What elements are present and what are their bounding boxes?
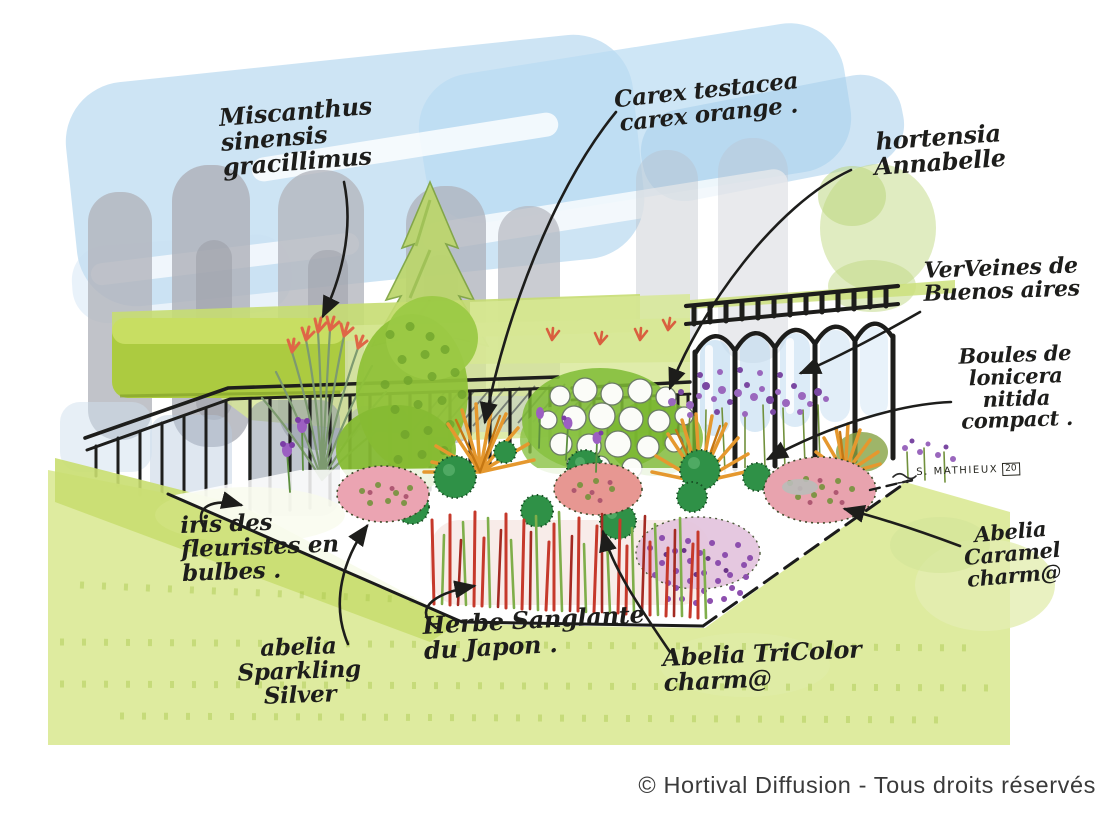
arrow-iris [199, 491, 244, 530]
label-lonicera: Boules de lonicera nitida compact . [958, 339, 1074, 435]
arrow-tricolor [599, 529, 672, 654]
arrow-lonicera [765, 400, 953, 461]
signature-squiggle [892, 472, 917, 484]
arrow-carex [479, 110, 618, 425]
label-iris: iris des fleuristes en bulbes . [179, 508, 340, 587]
arrow-herbe [424, 580, 477, 630]
iris-flowers [280, 407, 604, 493]
label-verveines: VerVeines de Buenos aires [923, 252, 1081, 307]
annotation-arrows [199, 110, 962, 654]
arrow-verveines [798, 310, 922, 375]
background-canopy [818, 164, 936, 312]
coral-sprigs [545, 316, 677, 346]
arrow-miscanthus [321, 180, 349, 319]
label-abelia-sparkling: abelia Sparkling Silver [237, 632, 362, 710]
arrow-caramel [842, 505, 962, 548]
bed-edge [166, 478, 914, 628]
signature-year: 20 [1002, 462, 1020, 476]
copyright-notice: © Hortival Diffusion - Tous droits réser… [638, 772, 1096, 798]
arrow-hortensia [668, 168, 853, 391]
artist-name: S. MATHIEUX [916, 464, 999, 478]
arrow-sparkling [338, 523, 369, 646]
hedge [112, 318, 345, 398]
hydrangea-annabelle [520, 368, 703, 479]
label-abelia-caramel: Abelia Caramel charm@ [962, 515, 1062, 592]
imperata-grass [430, 510, 708, 620]
